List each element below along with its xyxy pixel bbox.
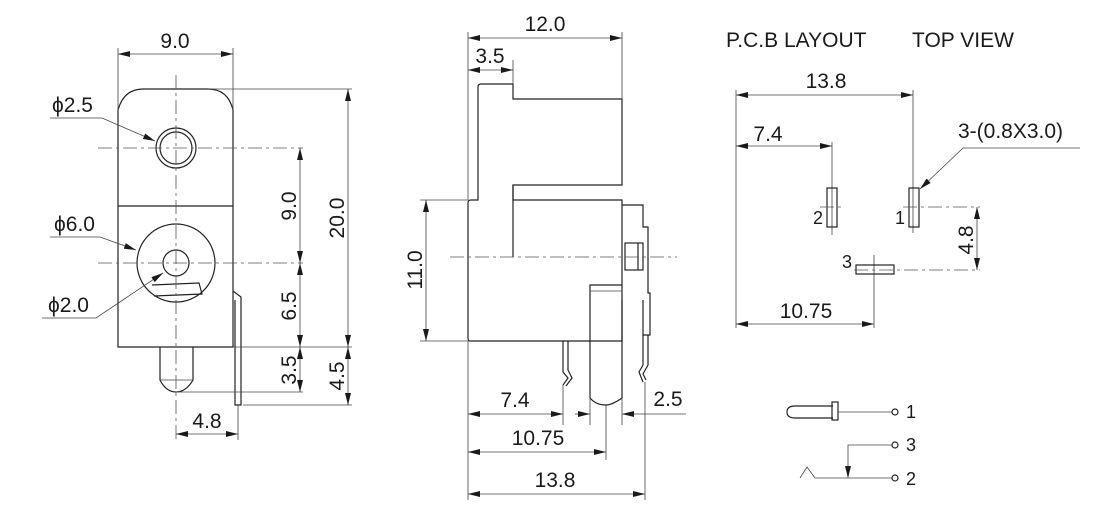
pin-1-leg xyxy=(638,335,649,383)
terminal-2 xyxy=(891,474,899,482)
contact-tab xyxy=(624,242,644,271)
schematic-pin-3: 3 xyxy=(906,435,916,455)
pad-2 xyxy=(826,187,838,228)
label-pin-dia: ϕ2.0 xyxy=(48,294,89,317)
dim-body-height: 11.0 xyxy=(404,250,427,289)
dim-hole-spacing: 9.0 xyxy=(278,191,301,220)
dim-pin1-pos: 13.8 xyxy=(535,469,576,492)
dim-pcb-pin1: 13.8 xyxy=(806,70,847,93)
pad-3 xyxy=(855,264,895,275)
dim-pin-length: 3.5 xyxy=(278,355,301,384)
terminal-3 xyxy=(891,441,899,449)
top-view-title: TOP VIEW xyxy=(912,29,1014,52)
dim-hole-to-bottom: 6.5 xyxy=(278,291,301,320)
dim-pin2-pos: 7.4 xyxy=(500,389,530,412)
dim-tab-offset: 4.8 xyxy=(192,410,221,433)
schematic: 1 3 2 xyxy=(786,401,916,489)
pin-2-leg xyxy=(562,341,573,387)
pcb-layout-title: P.C.B LAYOUT xyxy=(726,29,867,52)
key-flat xyxy=(151,282,203,297)
dim-width: 9.0 xyxy=(160,30,189,53)
dim-depth-total: 12.0 xyxy=(525,13,566,36)
terminal-1 xyxy=(891,408,899,416)
rear-pin xyxy=(159,347,194,393)
plug-pin-symbol xyxy=(786,405,833,419)
dim-rear-offset: 2.5 xyxy=(653,388,682,411)
pad-1-label: 1 xyxy=(895,208,905,228)
dim-pcb-pin3: 10.75 xyxy=(780,300,833,323)
dim-pcb-vertical: 4.8 xyxy=(955,225,978,254)
side-body-outline xyxy=(467,83,623,342)
label-large-hole-dia: ϕ6.0 xyxy=(54,213,95,236)
slot-note: 3-(0.8X3.0) xyxy=(958,120,1063,143)
dim-tab-length: 4.5 xyxy=(326,361,349,390)
pad-2-label: 2 xyxy=(813,208,823,228)
schematic-pin-2: 2 xyxy=(906,469,916,489)
pad-1 xyxy=(908,187,920,228)
front-view: 9.0 9.0 6.5 3.5 20.0 4.5 4.8 ϕ2.5 ϕ6.0 ϕ… xyxy=(42,30,352,440)
label-small-hole-dia: ϕ2.5 xyxy=(52,94,93,117)
dim-pin3-pos: 10.75 xyxy=(512,427,565,450)
pad-3-label: 3 xyxy=(842,252,852,272)
schematic-pin-1: 1 xyxy=(906,402,916,422)
dim-pcb-pin2: 7.4 xyxy=(753,123,783,146)
side-view: 12.0 3.5 11.0 7.4 2.5 10.75 13.8 xyxy=(404,13,686,500)
rear-contact xyxy=(622,204,651,336)
dim-height-total: 20.0 xyxy=(326,198,349,239)
dim-flange: 3.5 xyxy=(475,45,504,68)
pcb-layout: P.C.B LAYOUT TOP VIEW 13.8 7.4 10.75 2 1… xyxy=(726,29,1080,328)
side-tab xyxy=(232,290,242,406)
front-pin xyxy=(589,284,623,406)
